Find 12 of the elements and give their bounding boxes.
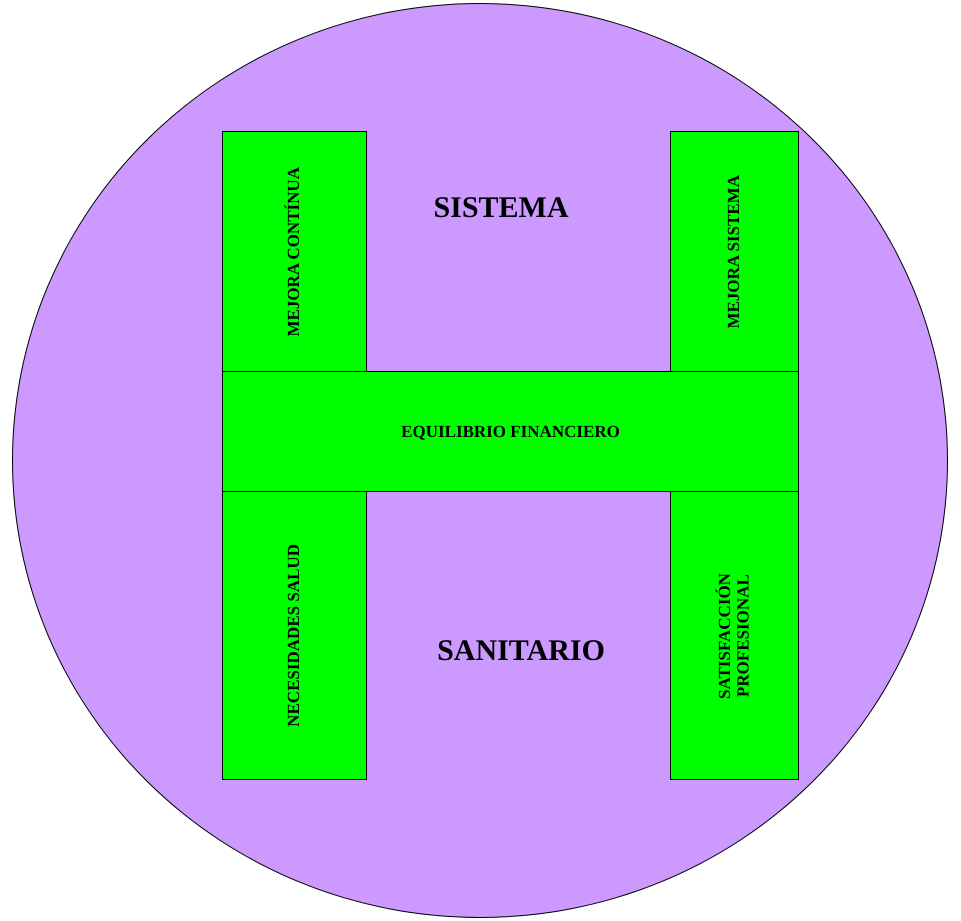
heading-text: SISTEMA <box>433 191 569 225</box>
vertical-bar <box>670 131 799 372</box>
heading-text: SANITARIO <box>437 634 605 668</box>
horizontal-bar <box>222 371 799 492</box>
bar-label: NECESIDADES SALUD <box>285 544 304 727</box>
vertical-bar <box>222 131 367 372</box>
bar-label: EQUILIBRIO FINANCIERO <box>401 422 620 442</box>
bar-label: SATISFACCIÓN PROFESIONAL <box>716 572 754 700</box>
vertical-bar <box>670 491 799 780</box>
bar-label: MEJORA CONTÍNUA <box>285 166 304 336</box>
vertical-bar <box>222 491 367 780</box>
bar-label: MEJORA SISTEMA <box>725 174 744 328</box>
